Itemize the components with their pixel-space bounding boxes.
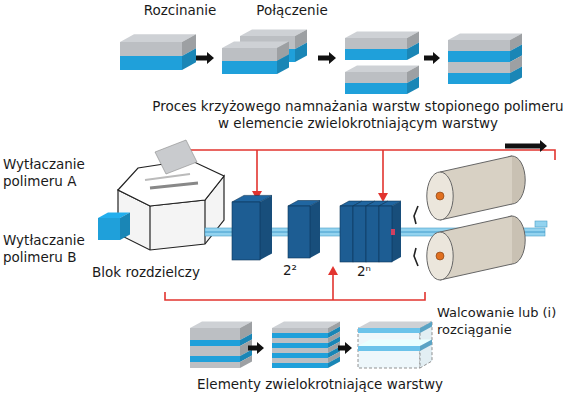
rotation-arrow — [414, 206, 418, 224]
flow-arrow — [505, 140, 547, 152]
label: 2² — [283, 262, 313, 279]
transparent-element — [358, 321, 432, 368]
layer-block — [98, 213, 130, 241]
label: Proces krzyżowego namnażania warstw stop… — [152, 98, 564, 132]
layer-block — [358, 339, 432, 351]
layer-block — [358, 321, 432, 333]
label: Walcowanie lub (i) rozciąganie — [437, 304, 575, 338]
flow-arrow — [424, 52, 440, 64]
bracket — [165, 150, 555, 160]
layer-block — [222, 41, 289, 74]
layer-block — [190, 321, 252, 368]
pointer-head — [328, 266, 338, 275]
layer-block — [448, 33, 522, 84]
flow-arrow — [196, 52, 214, 64]
label: Wytłaczanie polimeru B — [3, 232, 97, 266]
layer-block — [272, 321, 340, 368]
layer-block — [120, 34, 196, 70]
flow-arrow — [248, 342, 264, 354]
pointer-head — [378, 193, 388, 202]
label: Połączenie — [232, 2, 352, 19]
label: Wytłaczanie polimeru A — [3, 156, 107, 190]
layer-block — [345, 31, 419, 60]
pointer-line — [382, 150, 384, 194]
layer-block — [232, 195, 272, 260]
layer-block — [345, 65, 419, 94]
label: Rozcinanie — [125, 2, 235, 19]
pointer-line — [332, 274, 334, 300]
label: Blok rozdzielczy — [92, 264, 242, 281]
label: 2ⁿ — [357, 263, 387, 280]
polymer-a-feed — [155, 140, 197, 174]
roll — [427, 216, 525, 280]
pointer-line — [256, 150, 258, 192]
roll — [427, 156, 525, 220]
rotation-arrow — [414, 248, 418, 266]
label: Elementy zwielokrotniające warstwy — [150, 376, 490, 393]
layer-block — [288, 201, 320, 259]
layer-block — [379, 201, 401, 262]
flow-arrow — [318, 52, 336, 64]
bracket — [165, 292, 425, 300]
feed-block — [118, 160, 224, 250]
flow-arrow — [338, 342, 352, 354]
